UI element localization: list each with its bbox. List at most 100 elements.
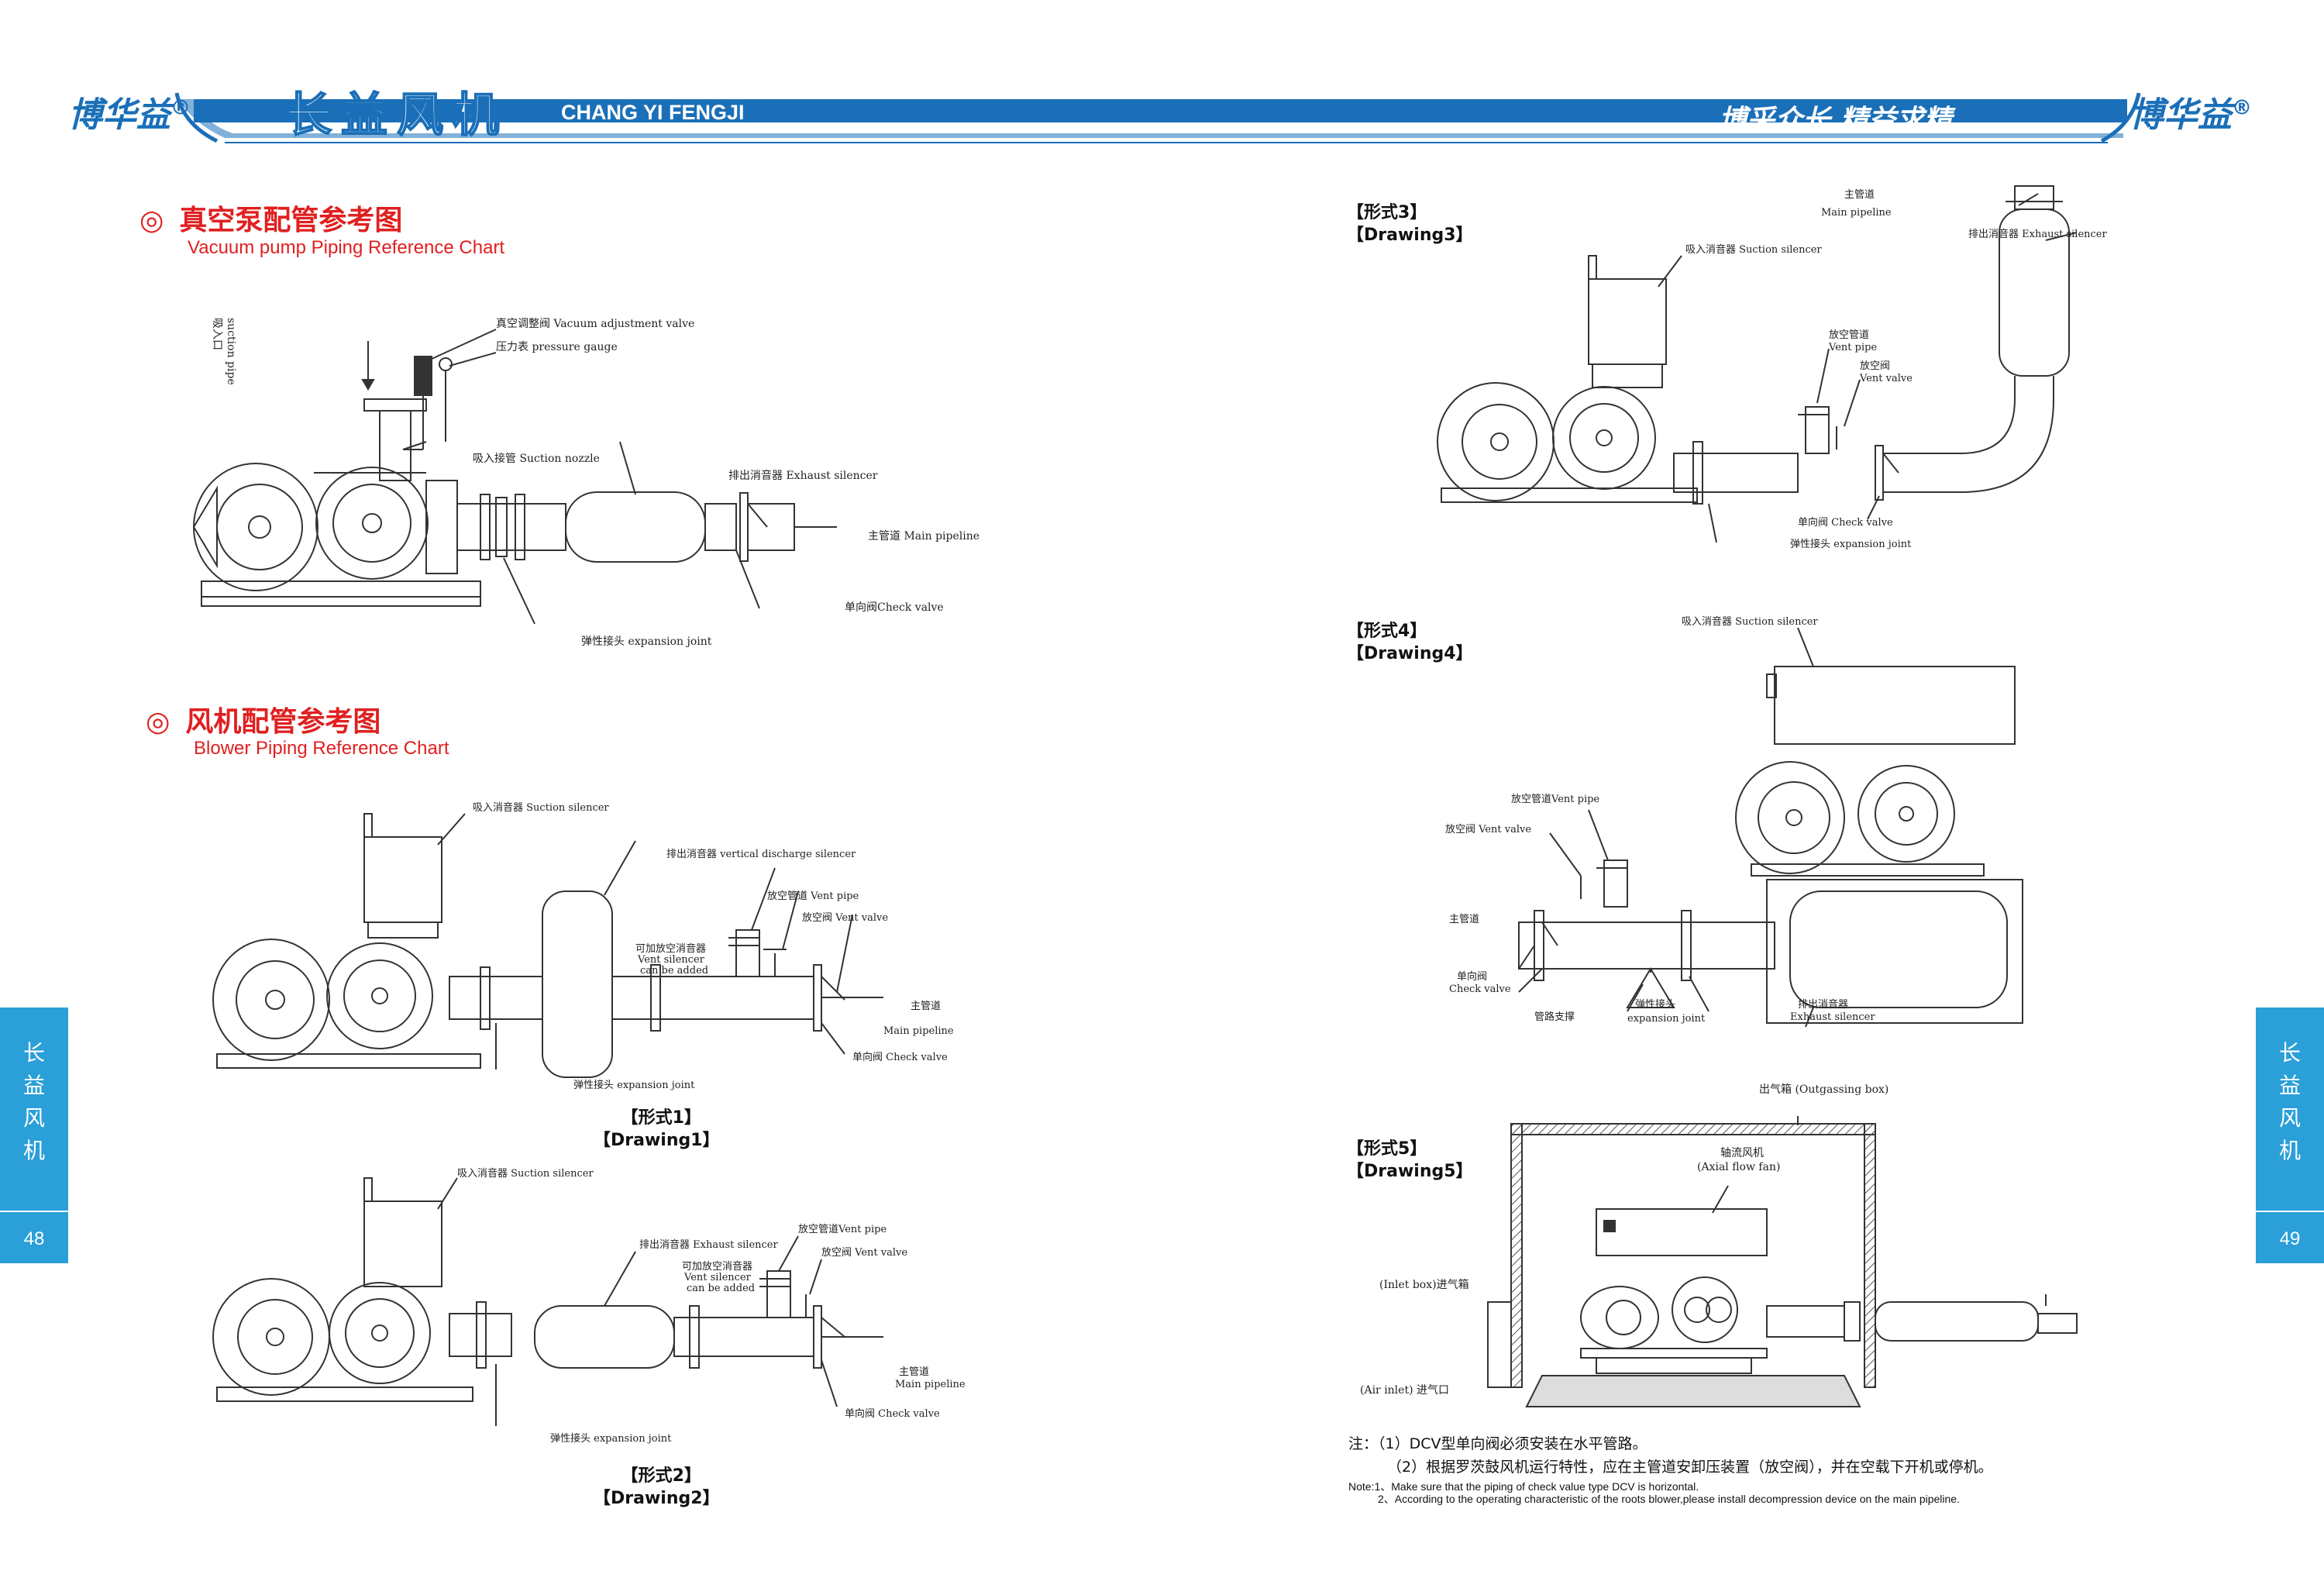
d2-main-cn: 主管道 [899,1366,929,1378]
d2-main-en: Main pipeline [895,1379,966,1390]
d2-exhaust-label: 排出消音器 Exhaust silencer [639,1238,779,1251]
d5-axial-cn: 轴流风机 [1720,1147,1764,1159]
d2-can-add-2: Vent silencer [683,1272,752,1283]
note-en-1: Note:1、Make sure that the piping of chec… [1348,1480,1699,1493]
d1-vent-valve-label: 放空阀 Vent valve [802,912,888,924]
d5-air-inlet-label: (Air inlet) 进气口 [1360,1384,1449,1397]
brand-logo-right: 博华益® [2129,87,2252,136]
drawing1-label-en: 【Drawing1】 [594,1131,720,1150]
page-number-left: 48 [23,1228,45,1249]
d3-check-label: 单向阀 Check valve [1798,516,1893,529]
header-bar [0,0,2324,155]
d3-vent-valve-en: Vent valve [1859,373,1913,384]
d3-vent-pipe-cn: 放空管道 [1829,329,1869,341]
vacuum-gauge-label: 压力表 pressure gauge [496,341,618,353]
page-number-right: 49 [2279,1228,2301,1249]
side-tab-right: 长益风机 49 [2256,1008,2324,1263]
brand-text: 博华益 [68,95,170,135]
drawing1-label: 【形式1】 【Drawing1】 [594,1107,720,1152]
drawing2-label: 【形式2】 【Drawing2】 [594,1465,720,1510]
d5-axial-en: (Axial flow fan) [1697,1161,1780,1173]
d4-exhaust-en: Exhaust silencer [1790,1011,1875,1023]
side-tab-char: 长 [22,1040,45,1066]
d1-vent-pipe-label: 放空管道 Vent pipe [767,890,859,902]
side-tab-char: 机 [22,1138,45,1163]
drawing2-label-cn: 【形式2】 [621,1466,701,1486]
vacuum-section-subtitle: Vacuum pump Piping Reference Chart [188,237,505,258]
blower-title-cn: 风机配管参考图 [185,706,381,738]
header-title-en: CHANG YI FENGJI [561,101,745,124]
registered-mark-right: ® [2232,96,2252,120]
vacuum-nozzle-label: 吸入接管 Suction nozzle [473,452,600,465]
drawing2-label-en: 【Drawing2】 [594,1489,720,1508]
vacuum-main-label: 主管道 Main pipeline [868,530,980,543]
d2-vent-valve-label: 放空阀 Vent valve [821,1247,907,1259]
brand-logo-left: 博华益® [68,87,191,136]
drawing4-diagram: 吸入消音器 Suction silencer 放空管道Vent pipe 放空阀… [1445,615,2023,1028]
drawing1-diagram: 吸入消音器 Suction silencer 排出消音器 vertical di… [212,801,954,1091]
drawing4-label: 【形式4】 【Drawing4】 [1347,620,1473,665]
d4-exhaust-cn: 排出消音器 [1798,998,1848,1011]
drawing5-label: 【形式5】 【Drawing5】 [1347,1138,1473,1183]
side-tab-left-divider [0,1211,68,1212]
bullet-icon-2: ◎ [146,706,170,738]
d4-main-cn: 主管道 [1449,914,1479,925]
d4-check-en: Check valve [1449,983,1511,995]
d2-suction-label: 吸入消音器 Suction silencer [457,1167,594,1180]
d4-vent-pipe-label: 放空管道Vent pipe [1511,794,1599,805]
drawing5-label-cn: 【形式5】 [1347,1139,1427,1159]
d4-expansion-cn: 弹性接头 [1635,998,1675,1011]
note-en-2: 2、According to the operating characteris… [1378,1493,1960,1505]
drawing3-label-en: 【Drawing3】 [1347,226,1473,245]
d4-check-cn: 单向阀 [1457,970,1487,983]
drawing1-label-cn: 【形式1】 [621,1108,701,1128]
drawing4-label-cn: 【形式4】 [1347,622,1427,641]
side-tab-char: 机 [2278,1138,2301,1163]
d3-main-en: Main pipeline [1821,207,1892,219]
vacuum-section-title: ◎ 真空泵配管参考图 [139,198,402,238]
d4-expansion-en: expansion joint [1627,1013,1706,1025]
d1-main-cn: 主管道 [911,1001,941,1012]
side-tab-char: 风 [22,1105,45,1131]
d2-vent-pipe-label: 放空管道Vent pipe [798,1224,887,1235]
d4-support-label: 管路支撑 [1534,1011,1575,1023]
d2-can-add-1: 可加放空消音器 [682,1260,752,1273]
side-tab-right-text: 长益风机 [2256,1037,2324,1167]
d2-check-label: 单向阀 Check valve [845,1407,940,1420]
side-tab-left-text: 长益风机 [0,1037,68,1167]
vacuum-check-label: 单向阀Check valve [845,601,944,614]
side-tab-left: 长益风机 48 [0,1008,68,1263]
drawing3-label: 【形式3】 【Drawing3】 [1347,202,1473,246]
drawing3-label-cn: 【形式3】 [1347,203,1427,222]
d3-main-cn: 主管道 [1844,189,1875,201]
side-tab-char: 风 [2278,1105,2301,1131]
d3-suction-label: 吸入消音器 Suction silencer [1685,243,1822,256]
d1-can-add-2: Vent silencer [637,954,705,966]
blower-section-title: ◎ 风机配管参考图 [146,699,380,739]
title-cn-text: 长益风机 [284,88,508,143]
drawing2-diagram: 吸入消音器 Suction silencer 排出消音器 Exhaust sil… [212,1167,966,1445]
d5-inlet-box-label: (Inlet box)进气箱 [1379,1279,1469,1291]
d1-can-add-3: can be added [640,965,708,977]
d3-expansion-label: 弹性接头 expansion joint [1790,538,1912,550]
bullet-icon: ◎ [139,205,164,236]
d1-expansion-label: 弹性接头 expansion joint [573,1079,695,1091]
vacuum-title-cn: 真空泵配管参考图 [179,205,403,236]
blower-section-subtitle: Blower Piping Reference Chart [194,738,449,759]
drawing5-label-en: 【Drawing5】 [1347,1162,1473,1181]
vacuum-suction-inlet-label: 吸入口 [211,318,223,350]
d2-can-add-3: can be added [687,1283,755,1294]
vacuum-expansion-label: 弹性接头 expansion joint [581,635,712,648]
drawing5-diagram: 出气箱 (Outgassing box) 轴流风机 (Axial flow fa… [1360,1083,2078,1407]
d4-vent-valve-label: 放空阀 Vent valve [1445,824,1531,835]
side-tab-char: 益 [2278,1073,2301,1098]
d1-can-add-1: 可加放空消音器 [635,942,706,955]
header-band-graphic [174,92,2141,143]
vacuum-pump-piping-drawing: 吸入口 suction pipe 真空调整阀 Vacuum adjustment… [192,318,980,648]
d1-suction-label: 吸入消音器 Suction silencer [473,801,609,814]
header-slogan: 博采众长 精益求精 [1719,105,1952,136]
note-cn-1: 注：（1）DCV型单向阀必须安装在水平管路。 [1348,1435,1647,1452]
d5-outgassing-label: 出气箱 (Outgassing box) [1759,1083,1888,1096]
header-title-cn: 长益风机 [284,78,508,145]
d1-main-en: Main pipeline [883,1025,954,1037]
